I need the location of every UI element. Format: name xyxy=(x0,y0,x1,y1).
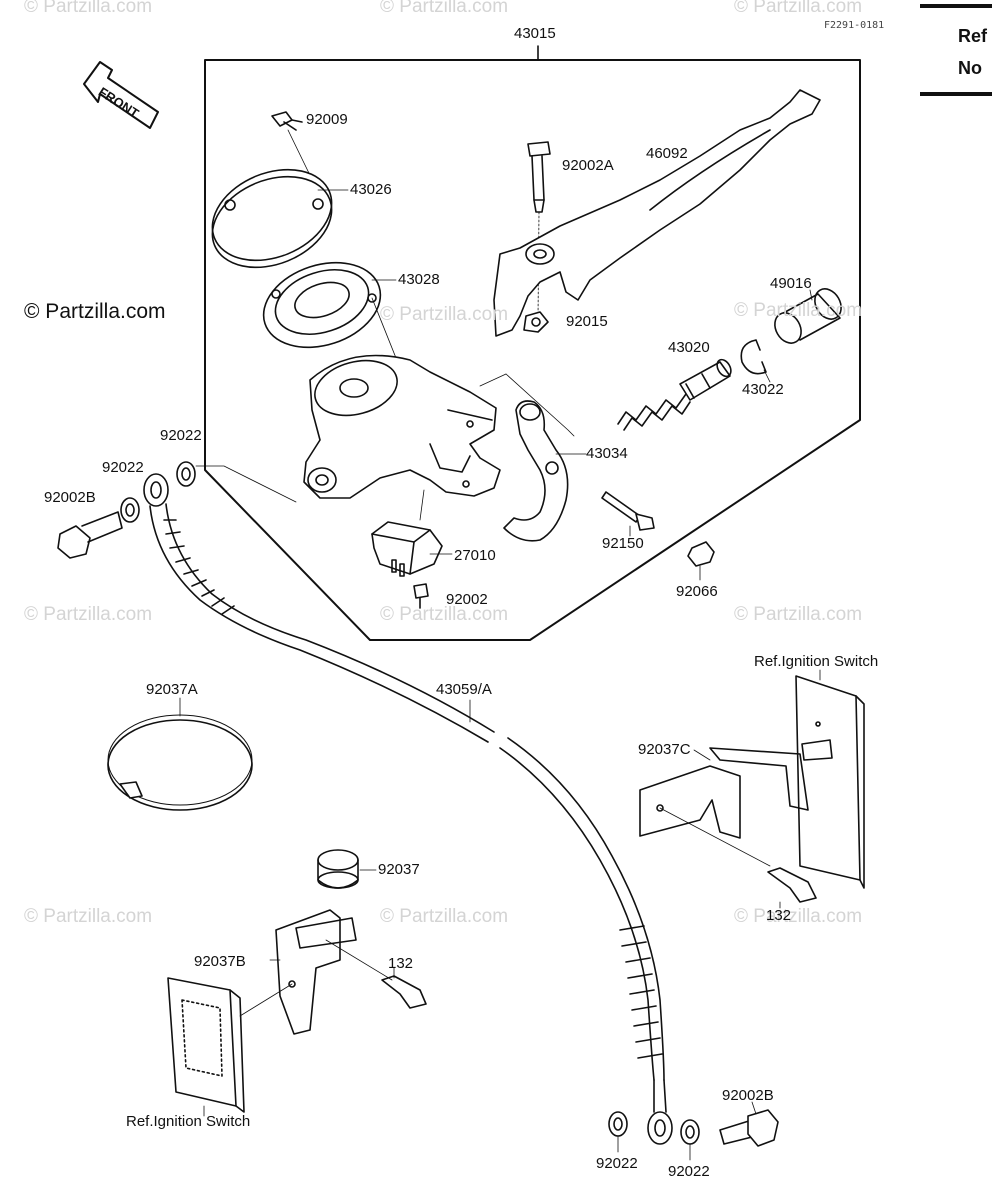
watermark: © Partzilla.com xyxy=(24,0,153,17)
watermark: © Partzilla.com xyxy=(24,300,166,323)
assembly-boundary xyxy=(204,59,861,641)
watermark: © Partzilla.com xyxy=(734,604,863,625)
diaphragm xyxy=(262,261,382,349)
watermark: © Partzilla.com xyxy=(734,906,863,927)
banjo-bolt-upper xyxy=(57,511,123,559)
watermark: © Partzilla.com xyxy=(734,0,863,17)
piston-assembly xyxy=(617,358,732,431)
circlip xyxy=(740,339,767,375)
front-arrow-icon xyxy=(83,61,159,129)
ignition-switch-right xyxy=(795,675,865,889)
pivot-bolt xyxy=(527,141,551,213)
washer-lower xyxy=(120,497,140,523)
part-label-92037: 92037 xyxy=(378,861,420,878)
bracket-92037c xyxy=(639,739,833,839)
watermark: © Partzilla.com xyxy=(734,300,863,321)
watermark: © Partzilla.com xyxy=(380,304,509,325)
watermark: © Partzilla.com xyxy=(380,0,509,17)
part-label-92022: 92022 xyxy=(596,1155,638,1172)
part-label-92002b: 92002B xyxy=(722,1087,774,1104)
brake-lever xyxy=(493,89,821,337)
part-label-43059a: 43059/A xyxy=(436,681,492,698)
switch-screw xyxy=(413,583,429,609)
ref-column-top-bar xyxy=(920,4,992,8)
part-label-92022: 92022 xyxy=(668,1163,710,1180)
part-label-92022: 92022 xyxy=(102,459,144,476)
part-label-43020: 43020 xyxy=(668,339,710,356)
washer-upper xyxy=(176,461,196,487)
part-label-46092: 46092 xyxy=(646,145,688,162)
ignition-switch-left xyxy=(167,977,245,1113)
handlebar-clamp xyxy=(503,400,569,542)
part-label-92015: 92015 xyxy=(566,313,608,330)
part-label-92002a: 92002A xyxy=(562,157,614,174)
brake-light-switch xyxy=(371,521,443,577)
ref-ignition-switch-label: Ref.Ignition Switch xyxy=(754,653,879,670)
part-label-132: 132 xyxy=(766,907,792,924)
part-label-92037a: 92037A xyxy=(146,681,198,698)
part-label-92037b: 92037B xyxy=(194,953,246,970)
washer-bottom-right xyxy=(680,1119,700,1145)
bracket-92037b xyxy=(275,909,357,1035)
part-label-43022: 43022 xyxy=(742,381,784,398)
ref-column-header: Ref xyxy=(958,26,988,46)
ref-column-bottom-bar xyxy=(920,92,992,96)
screw-92009 xyxy=(271,111,303,131)
bolt-132-right xyxy=(767,867,817,903)
part-label-92037c: 92037C xyxy=(638,741,691,758)
bolt-cap xyxy=(687,541,715,567)
watermark: © Partzilla.com xyxy=(24,906,153,927)
watermark: © Partzilla.com xyxy=(380,604,509,625)
dust-boot xyxy=(774,288,842,344)
grommet xyxy=(317,849,359,889)
part-label-132: 132 xyxy=(388,955,414,972)
part-label-43034: 43034 xyxy=(586,445,628,462)
part-label-92066: 92066 xyxy=(676,583,718,600)
watermark: © Partzilla.com xyxy=(380,906,509,927)
hose-band xyxy=(107,714,253,811)
part-label-43015: 43015 xyxy=(514,25,556,42)
ref-column-header: No xyxy=(958,58,982,78)
part-label-49016: 49016 xyxy=(770,275,812,292)
part-label-92150: 92150 xyxy=(602,535,644,552)
lever-nut xyxy=(523,311,549,333)
washer-bottom-left xyxy=(608,1111,628,1137)
part-label-92002b: 92002B xyxy=(44,489,96,506)
brake-hose xyxy=(143,473,673,1145)
part-label-92022: 92022 xyxy=(160,427,202,444)
part-label-92002: 92002 xyxy=(446,591,488,608)
banjo-bolt-lower xyxy=(719,1109,779,1147)
clamp-bolt xyxy=(601,491,655,531)
ref-ignition-switch-label: Ref.Ignition Switch xyxy=(126,1113,251,1130)
reservoir-cap xyxy=(211,168,333,269)
diagram-code: F2291-0181 xyxy=(824,20,885,31)
part-label-27010: 27010 xyxy=(454,547,496,564)
watermark: © Partzilla.com xyxy=(24,604,153,625)
part-label-43028: 43028 xyxy=(398,271,440,288)
part-label-92009: 92009 xyxy=(306,111,348,128)
bolt-132-left xyxy=(381,975,427,1009)
part-label-43026: 43026 xyxy=(350,181,392,198)
master-cylinder-body xyxy=(303,354,501,499)
